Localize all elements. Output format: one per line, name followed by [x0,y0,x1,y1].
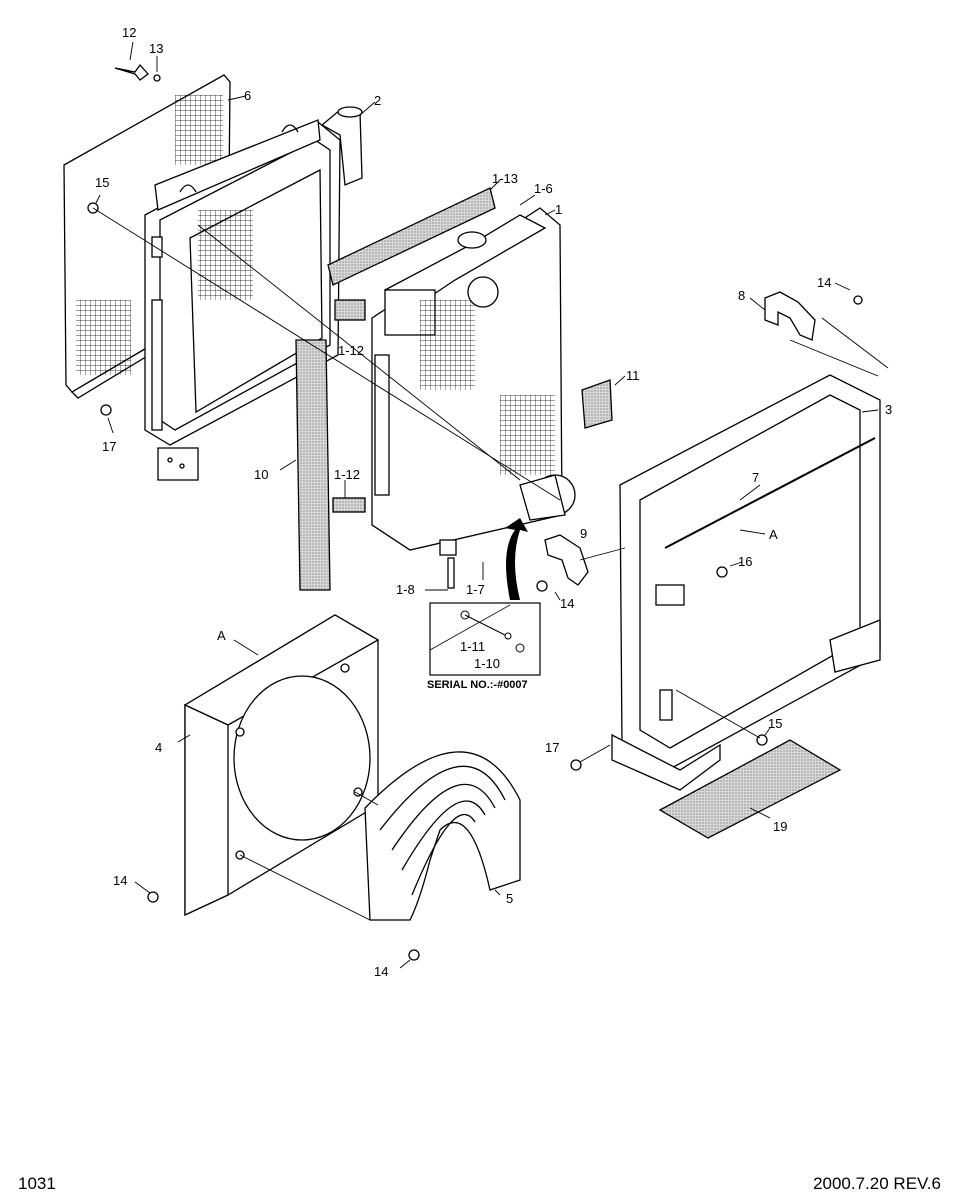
callout-6: 6 [244,88,251,103]
callout-14b: 14 [560,596,574,611]
shroud-frame-part [144,119,341,481]
callout-19: 19 [773,819,787,834]
page-number: 1031 [18,1174,56,1193]
support-frame-part [611,374,881,791]
callout-3: 3 [885,402,892,417]
callout-15a: 15 [95,175,109,190]
callout-1-12a: 1-12 [338,343,364,358]
callout-17a: 17 [102,439,116,454]
callout-A1: A [769,527,778,542]
fan-guard-part [364,751,521,921]
fastener-12-13 [114,63,161,82]
callout-1-11: 1-11 [460,639,485,654]
callout-1: 1 [555,202,562,217]
callout-17b: 17 [545,740,559,755]
bolt-15b [756,734,768,746]
callout-8: 8 [738,288,745,303]
callout-12: 12 [122,25,136,40]
foam-strip-1-12-bottom [332,497,366,513]
callout-5: 5 [506,891,513,906]
callout-1-10: 1-10 [474,656,500,671]
mat-19 [658,739,842,839]
callout-14a: 14 [817,275,831,290]
callout-15b: 15 [768,716,782,731]
callout-1-12b: 1-12 [334,467,360,482]
seal-strip-top [327,187,496,286]
callout-1-7: 1-7 [466,582,485,597]
callout-labels: 12 13 6 2 15 1-13 1-6 1 14 8 1-12 11 3 1… [95,25,892,979]
callout-A2: A [217,628,226,643]
upper-pipe-part [320,106,363,186]
callout-4: 4 [155,740,162,755]
callout-13: 13 [149,41,163,56]
callout-1-13: 1-13 [492,171,518,186]
callout-10: 10 [254,467,268,482]
foam-strip-1-12-top [334,299,366,321]
fan-shroud-part [183,614,380,917]
block-part-11 [581,379,613,429]
callout-14c: 14 [113,873,127,888]
radiator-core-part [371,207,576,589]
bracket-8 [764,291,816,341]
foam-strip-10 [295,339,331,591]
callout-14d: 14 [374,964,388,979]
callout-1-8: 1-8 [396,582,415,597]
bolt-17b [570,759,582,771]
revision-date: 2000.7.20 REV.6 [813,1174,941,1193]
bolt-14b [536,580,548,592]
bolt-14d [408,949,420,961]
callout-9: 9 [580,526,587,541]
serial-note: SERIAL NO.:-#0007 [427,679,528,691]
bolt-14a [853,295,863,305]
callout-1-6: 1-6 [534,181,553,196]
leader-lines [92,41,889,969]
callout-16: 16 [738,554,752,569]
bracket-9 [544,534,589,586]
bolt-16 [716,566,728,578]
detail-arrow [505,518,528,600]
serial-detail-box [429,602,541,676]
callout-2: 2 [374,93,381,108]
callout-7: 7 [752,470,759,485]
bolt-17a [100,404,112,416]
callout-11: 11 [626,368,640,383]
rod-7 [664,437,876,549]
bolt-14c [147,891,159,903]
